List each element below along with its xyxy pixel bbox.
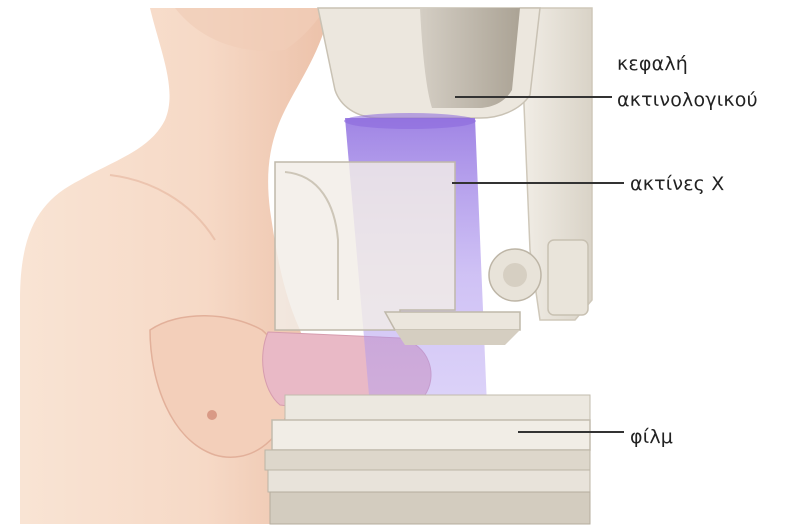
label-xrays: ακτίνες Χ — [630, 172, 724, 196]
xray-tube-head — [318, 8, 540, 118]
film-platform — [265, 395, 590, 524]
label-xray-head-line1: κεφαλή — [617, 52, 688, 76]
label-xray-head-line2: ακτινολογικού — [617, 88, 758, 112]
label-film: φίλμ — [630, 425, 673, 449]
